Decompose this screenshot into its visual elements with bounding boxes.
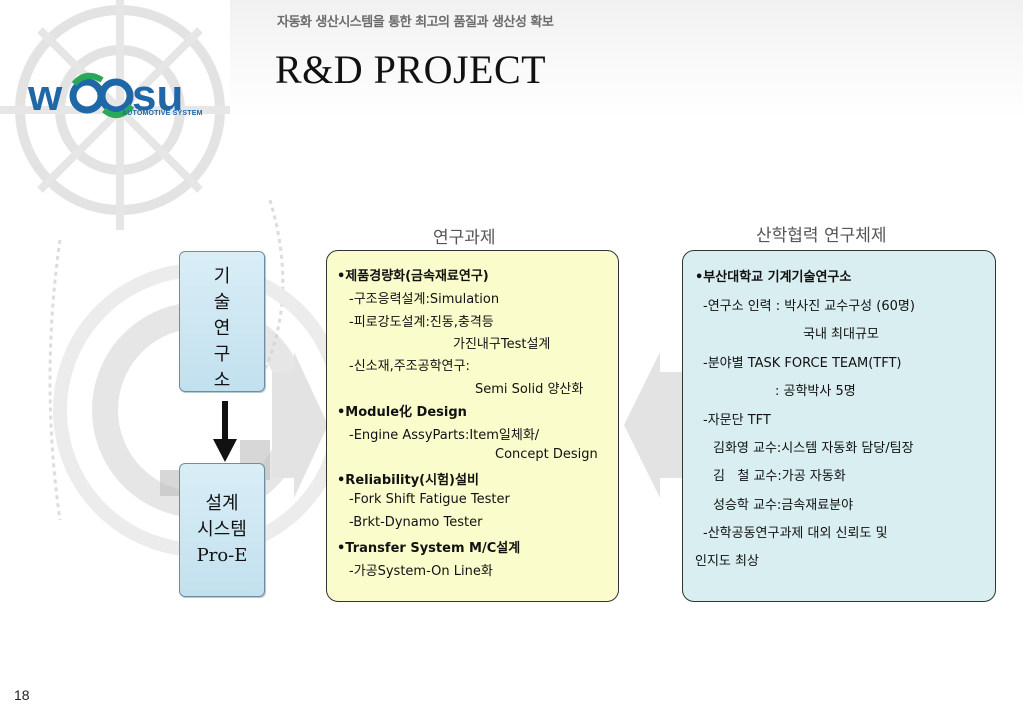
design-box-line: 설계 <box>205 493 239 514</box>
design-box-line: 시스템 <box>197 519 247 540</box>
research-line: -신소재,주조공학연구: <box>349 359 470 374</box>
industry-heading: 산학협력 연구체제 <box>756 226 887 246</box>
left-arrow-icon <box>624 352 684 498</box>
page-title: R&D PROJECT <box>275 47 547 92</box>
header-slogan: 자동화 생산시스템을 통한 최고의 품질과 생산성 확보 <box>277 15 554 30</box>
industry-panel: •부산대학교 기계기술연구소 -연구소 인력 : 박사진 교수구성 (60명) … <box>682 250 996 602</box>
design-box-line: Pro-E <box>196 545 248 566</box>
research-line: -Brkt-Dynamo Tester <box>349 515 483 530</box>
industry-line: -자문단 TFT <box>703 413 771 428</box>
research-line: •제품경량화(금속재료연구) <box>337 269 489 284</box>
industry-line: •부산대학교 기계기술연구소 <box>695 270 852 285</box>
tech-box-char: 소 <box>213 370 231 391</box>
header-band <box>230 0 1023 120</box>
tech-box-char: 기 <box>213 266 231 287</box>
industry-line: -분야별 TASK FORCE TEAM(TFT) <box>703 356 902 371</box>
svg-text:w: w <box>27 71 63 120</box>
tech-box-char: 술 <box>213 292 231 313</box>
svg-text:su: su <box>132 71 183 120</box>
industry-line: 김화영 교수:시스템 자동화 담당/팀장 <box>713 441 914 456</box>
research-line: -Fork Shift Fatigue Tester <box>349 492 510 507</box>
industry-line: 성승학 교수:금속재료분야 <box>713 498 854 513</box>
down-arrow-icon <box>213 401 237 462</box>
research-heading: 연구과제 <box>433 228 496 248</box>
logo-subtitle: AUTOMOTIVE SYSTEM <box>122 110 203 117</box>
right-arrow-icon <box>272 352 328 498</box>
research-line: •Transfer System M/C설계 <box>337 541 521 556</box>
tech-box-char: 연 <box>213 318 231 339</box>
industry-line: -연구소 인력 : 박사진 교수구성 (60명) <box>703 299 915 314</box>
industry-line: 김 철 교수:가공 자동화 <box>713 469 846 484</box>
research-line: •Reliability(시험)설비 <box>337 473 479 488</box>
industry-line: 국내 최대규모 <box>803 327 879 342</box>
design-system-box: 설계 시스템 Pro-E <box>179 463 265 597</box>
research-line: -Engine AssyParts:Item일체화/ <box>349 428 540 443</box>
industry-line: -산학공동연구과제 대외 신뢰도 및 <box>703 526 888 541</box>
research-line: Concept Design <box>495 447 598 462</box>
industry-line: 인지도 최상 <box>695 554 759 569</box>
research-line: -피로강도설계:진동,충격등 <box>349 315 494 330</box>
research-line: •Module化 Design <box>337 405 467 420</box>
research-line: Semi Solid 양산화 <box>475 382 584 397</box>
research-panel: •제품경량화(금속재료연구) -구조응력설계:Simulation -피로강도설… <box>326 250 619 602</box>
page-number: 18 <box>14 687 30 703</box>
research-line: -구조응력설계:Simulation <box>349 292 500 307</box>
industry-line: : 공학박사 5명 <box>775 384 856 399</box>
tech-box-char: 구 <box>213 344 231 365</box>
company-logo: w su <box>27 71 183 120</box>
research-line: -가공System-On Line화 <box>349 564 493 579</box>
tech-research-box: 기 술 연 구 소 <box>179 251 265 392</box>
research-line: 가진내구Test설계 <box>453 337 551 352</box>
